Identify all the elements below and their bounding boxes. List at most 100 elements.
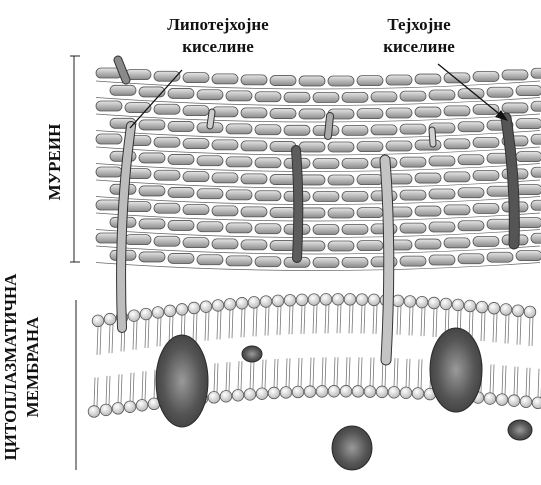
lipid-head <box>152 307 164 319</box>
lipid-tail <box>106 376 107 405</box>
glycan-strand <box>487 87 513 97</box>
lipid-tail <box>313 358 314 387</box>
glycan-strand <box>400 190 426 200</box>
lipid-tail <box>526 368 527 397</box>
lipid-head <box>464 300 476 312</box>
lipid-head <box>92 315 104 327</box>
glycan-strand <box>197 255 223 265</box>
lipid-tail <box>325 357 326 386</box>
lipid-tail <box>214 363 215 392</box>
glycan-strand <box>444 73 470 83</box>
lipid-tail <box>289 358 290 387</box>
lipid-head <box>304 386 316 398</box>
lipid-head <box>500 304 512 316</box>
glycan-strand <box>357 109 383 119</box>
lipid-tail <box>238 361 239 390</box>
lipid-tail <box>121 374 122 403</box>
lipid-tail <box>265 360 266 389</box>
glycan-strand <box>270 241 296 251</box>
glycan-strand <box>328 142 354 152</box>
membrane-protein <box>156 335 208 427</box>
lipid-tail <box>493 313 494 342</box>
glycan-strand <box>212 173 238 183</box>
glycan-strand <box>212 74 238 84</box>
lipid-tail <box>133 373 134 402</box>
lipid-head <box>188 302 200 314</box>
lipid-tail <box>472 311 473 340</box>
glycan-strand <box>386 108 412 118</box>
lipid-head <box>364 386 376 398</box>
lipid-tail <box>142 371 143 400</box>
teichoic-acid-stub <box>328 116 330 136</box>
lipid-tail <box>532 317 533 346</box>
lipid-head <box>512 305 524 317</box>
glycan-strand <box>415 173 441 183</box>
lipid-head <box>340 385 352 397</box>
lipid-head <box>520 396 532 408</box>
lipid-tail <box>316 305 317 334</box>
lipid-head <box>136 399 148 411</box>
lipid-tail <box>262 360 263 389</box>
lipid-head <box>272 295 284 307</box>
glycan-strand <box>415 239 441 249</box>
glycan-strand <box>241 240 267 250</box>
lipid-tail <box>253 360 254 389</box>
lipid-head <box>256 388 268 400</box>
lipid-head <box>404 296 416 308</box>
glycan-strand <box>241 141 267 151</box>
lipid-head <box>292 386 304 398</box>
lipid-tail <box>229 362 230 391</box>
glycan-strand <box>284 125 310 135</box>
lipid-head <box>440 298 452 310</box>
teichoic-acid-stub <box>210 112 212 126</box>
glycan-strand <box>270 175 296 185</box>
glycan-strand <box>299 76 325 86</box>
glycan-strand <box>313 92 339 102</box>
lipid-tail <box>328 304 329 333</box>
glycan-strand <box>444 106 470 116</box>
lipid-tail <box>226 362 227 391</box>
lipid-tail <box>304 305 305 334</box>
lipid-tail <box>412 306 413 335</box>
glycan-strand <box>516 86 541 96</box>
glycan-strand <box>473 170 499 180</box>
glycan-strand <box>226 256 252 266</box>
teichoic-label-line1: Тејхојне <box>366 14 472 36</box>
lipid-head <box>280 387 292 399</box>
lipid-tail <box>277 359 278 388</box>
lipid-tail <box>310 358 311 387</box>
lipid-tail <box>256 307 257 336</box>
lipid-tail <box>298 358 299 387</box>
glycan-strand <box>255 125 281 135</box>
glycan-strand <box>328 241 354 251</box>
glycan-strand <box>458 155 484 165</box>
lipoteichoic-label-line2: киселине <box>148 36 288 58</box>
glycan-strand <box>255 92 281 102</box>
glycan-strand <box>516 152 541 162</box>
lipid-head <box>416 296 428 308</box>
glycan-strand <box>502 103 528 113</box>
lipid-tail <box>145 371 146 400</box>
lipid-head <box>100 404 112 416</box>
lipid-head <box>212 300 224 312</box>
lipid-head <box>376 386 388 398</box>
lipid-tail <box>358 357 359 386</box>
lipid-tail <box>346 357 347 386</box>
lipid-tail <box>136 321 137 350</box>
glycan-strand <box>342 224 368 234</box>
glycan-strand <box>415 140 441 150</box>
lipid-head <box>164 305 176 317</box>
glycan-strand <box>342 191 368 201</box>
lipid-tail <box>274 359 275 388</box>
lipid-tail <box>112 324 113 353</box>
glycan-strand <box>168 187 194 197</box>
lipid-tail <box>244 308 245 337</box>
glycan-strand <box>299 142 325 152</box>
lipid-tail <box>118 374 119 403</box>
lipoteichoic-acid-label: Липотејхојне киселине <box>148 14 288 58</box>
membrane-protein <box>430 328 482 412</box>
lipid-head <box>112 403 124 415</box>
glycan-strand <box>168 121 194 131</box>
lipid-tail <box>394 358 395 387</box>
